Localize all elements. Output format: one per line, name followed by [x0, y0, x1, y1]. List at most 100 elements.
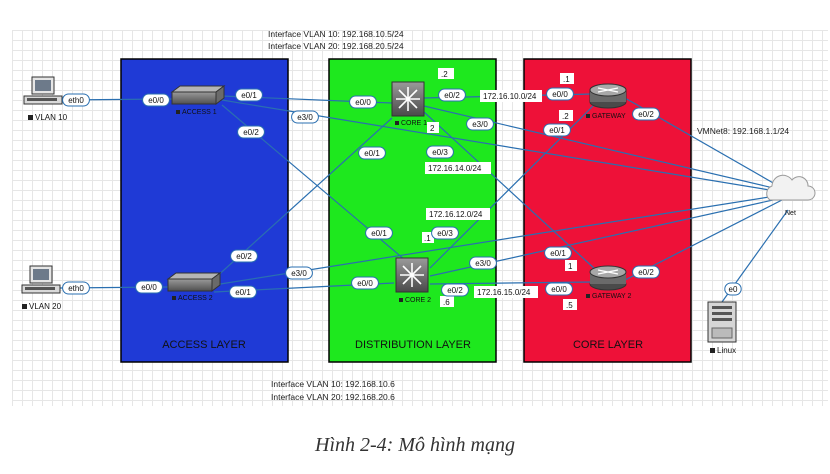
interface-label-a2-e00: e0/0 — [135, 280, 163, 294]
linux-server[interactable] — [707, 301, 737, 343]
interface-text: e0/0 — [551, 285, 567, 294]
interface-label-c2-e02: e0/2 — [441, 283, 469, 297]
core1-switch[interactable] — [391, 81, 425, 117]
interface-label-c1-e01: e0/1 — [358, 146, 386, 160]
interface-text: e0/1 — [235, 288, 251, 297]
interface-text: e0/2 — [638, 268, 654, 277]
interface-label-g1-e00: e0/0 — [546, 87, 574, 101]
bottom-vlan20-note: Interface VLAN 20: 192.168.20.6 — [271, 392, 395, 402]
subnet-172-16-15: 172.16.15.0/24 — [477, 288, 531, 297]
interface-label-g2-e00: e0/0 — [545, 282, 573, 296]
host-core1-n2: 2 — [430, 124, 435, 133]
interface-text: e3/0 — [472, 120, 488, 129]
pc2-status-square — [22, 304, 27, 309]
interface-label-a2-e30: e3/0 — [285, 266, 313, 280]
interface-label-a2-e02: e0/2 — [230, 249, 258, 263]
interface-label-g2-e01: e0/1 — [544, 246, 572, 260]
interface-text: e0/1 — [371, 229, 387, 238]
link-core1-gateway2 — [423, 111, 597, 271]
interface-text: e3/0 — [291, 269, 307, 278]
interface-label-c2-e01: e0/1 — [365, 226, 393, 240]
interface-text: e0/1 — [364, 149, 380, 158]
access1-label: ACCESS 1 — [182, 109, 217, 116]
interface-text: e0/2 — [236, 252, 252, 261]
net-label: Net — [785, 210, 796, 217]
core1-status-square — [395, 121, 399, 125]
gateway2-label: GATEWAY 2 — [592, 293, 632, 300]
interface-text: e0/2 — [243, 128, 259, 137]
access1-switch[interactable] — [170, 85, 226, 105]
access2-label: ACCESS 2 — [178, 295, 213, 302]
interface-text: e0/2 — [638, 110, 654, 119]
interface-label-c2-e00: e0/0 — [351, 276, 379, 290]
host-labels: .2 .1 .2 2 .1 1 .6 .5 — [422, 68, 577, 310]
vmnet-note: VMNet8: 192.168.1.1/24 — [697, 126, 789, 136]
bottom-vlan10-note: Interface VLAN 10: 192.168.10.6 — [271, 379, 395, 389]
interface-label-a1-e02: e0/2 — [237, 125, 265, 139]
interface-label-c2-e30: e3/0 — [469, 256, 497, 270]
access1-status-square — [176, 110, 180, 114]
core1-label: CORE 1 — [401, 120, 427, 127]
interface-text: e0/2 — [447, 286, 463, 295]
interface-text: e3/0 — [475, 259, 491, 268]
interface-label-linux-e0: e0 — [724, 282, 742, 296]
interface-text: e0/0 — [355, 98, 371, 107]
interface-text: e0/1 — [549, 126, 565, 135]
interface-label-c1-e00: e0/0 — [349, 95, 377, 109]
access2-switch[interactable] — [166, 272, 222, 292]
interface-label-g1-e02: e0/2 — [632, 107, 660, 121]
interface-label-a1-e00: e0/0 — [142, 93, 170, 107]
interface-text: e0/1 — [550, 249, 566, 258]
net-cloud[interactable] — [766, 174, 816, 201]
interface-label-a1-e01: e0/1 — [235, 88, 263, 102]
interface-text: e0/3 — [437, 229, 453, 238]
linux-status-square — [710, 348, 715, 353]
subnet-172-16-10: 172.16.10.0/24 — [483, 92, 537, 101]
interface-labels: eth0 eth0 e0/0 e0/1 e0/2 e3/0 e0/0 e0/1 e0/2 e3/0… — [62, 87, 742, 299]
top-vlan20-note: Interface VLAN 20: 192.168.20.5/24 — [268, 41, 404, 51]
access2-status-square — [172, 296, 176, 300]
gateway2-router[interactable] — [589, 265, 627, 291]
access-layer-box — [120, 58, 289, 363]
interface-text: e0/2 — [444, 91, 460, 100]
interface-label-g1-e01: e0/1 — [543, 123, 571, 137]
interface-text: e0/0 — [148, 96, 164, 105]
core2-status-square — [399, 298, 403, 302]
pc1-status-square — [28, 115, 33, 120]
interface-label-g2-e02: e0/2 — [632, 265, 660, 279]
core2-switch[interactable] — [395, 257, 429, 293]
core-layer-title: CORE LAYER — [573, 339, 643, 351]
interface-text: e0/0 — [552, 90, 568, 99]
pc1-device[interactable] — [23, 76, 63, 105]
interface-label-c2-e03: e0/3 — [431, 226, 459, 240]
interface-label-pc2-eth0: eth0 — [62, 281, 90, 295]
host-gw1-2: .2 — [562, 112, 569, 121]
host-core1-2: .2 — [441, 70, 448, 79]
interface-text: eth0 — [68, 96, 84, 105]
subnet-172-16-14: 172.16.14.0/24 — [428, 164, 482, 173]
interface-label-a2-e01: e0/1 — [229, 285, 257, 299]
interface-text: e3/0 — [297, 113, 313, 122]
host-gw1-1: .1 — [563, 75, 570, 84]
figure-caption: Hình 2-4: Mô hình mạng — [315, 434, 515, 456]
pc1-label: VLAN 10 — [35, 113, 68, 122]
subnet-172-16-12: 172.16.12.0/24 — [429, 210, 483, 219]
interface-label-a1-e30: e3/0 — [291, 110, 319, 124]
gateway1-router[interactable] — [589, 83, 627, 109]
interface-text: e0/0 — [141, 283, 157, 292]
interface-text: e0/3 — [432, 148, 448, 157]
core2-label: CORE 2 — [405, 297, 431, 304]
top-vlan10-note: Interface VLAN 10: 192.168.10.5/24 — [268, 29, 404, 39]
cloud-icon — [766, 174, 816, 201]
pc2-device[interactable] — [21, 265, 61, 294]
interface-label-c1-e02: e0/2 — [438, 88, 466, 102]
interface-label-c1-e03: e0/3 — [426, 145, 454, 159]
pc2-label: VLAN 20 — [29, 302, 62, 311]
subnet-labels: 172.16.10.0/24 172.16.14.0/24 172.16.12.… — [425, 90, 542, 298]
host-core2-1: .1 — [424, 234, 431, 243]
gateway2-status-square — [586, 294, 590, 298]
gateway1-status-square — [586, 114, 590, 118]
interface-text: e0 — [729, 285, 738, 294]
